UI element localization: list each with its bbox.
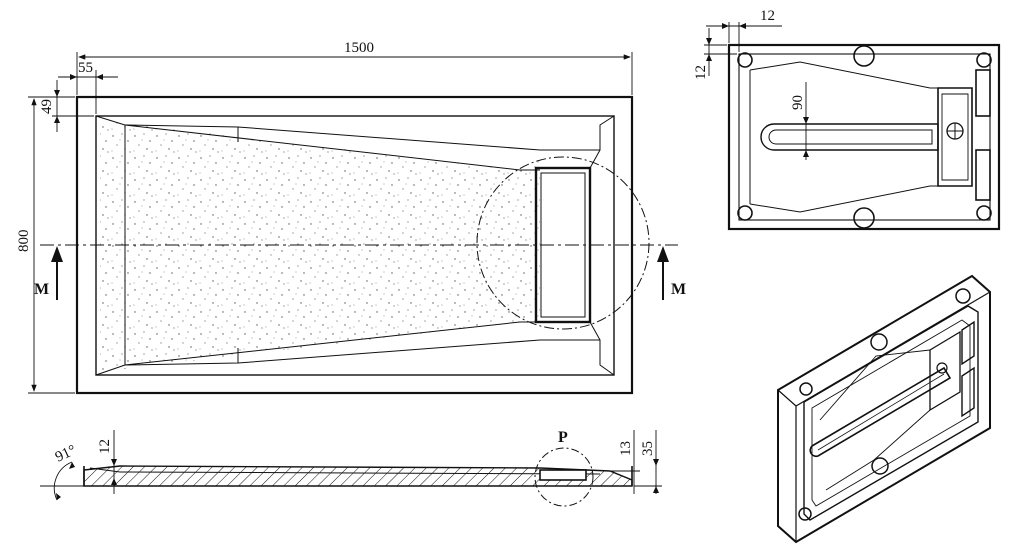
slope-wedge-top bbox=[124, 115, 615, 171]
section-label-right: M bbox=[671, 281, 686, 298]
iso-corner-bl bbox=[798, 507, 812, 521]
iso-basin-inner bbox=[811, 319, 971, 507]
dimension-rim: 55 bbox=[58, 60, 118, 114]
detail-outer-outline bbox=[727, 43, 1001, 231]
dimension-rim-value: 55 bbox=[78, 60, 93, 76]
detail-dimension-rim-side-value: 12 bbox=[693, 65, 709, 80]
dimension-width: 800 bbox=[16, 96, 75, 394]
iso-rail-bottom bbox=[961, 366, 975, 418]
detail-dimension-rim-value: 12 bbox=[760, 8, 775, 24]
detail-corner-bl bbox=[737, 205, 753, 221]
dimension-rim-offset: 49 bbox=[39, 80, 94, 132]
detail-rail-top bbox=[975, 69, 991, 117]
dimension-base-thickness-value: 12 bbox=[97, 439, 113, 454]
detail-rail-bottom bbox=[975, 149, 991, 201]
iso-slot bbox=[809, 366, 952, 458]
detail-corner-br bbox=[976, 205, 992, 221]
iso-drain-hole-icon bbox=[936, 362, 948, 374]
slope-wedge-bottom bbox=[124, 321, 615, 376]
dimension-angle-value: 91° bbox=[53, 442, 79, 465]
dimension-edge-height: 13 bbox=[605, 430, 640, 494]
detail-corner-tl bbox=[737, 52, 753, 68]
drain-edge-top bbox=[589, 149, 601, 169]
iso-basin-rim bbox=[803, 305, 979, 521]
detail-dimension-channel: 90 bbox=[790, 82, 809, 160]
detail-marker-label: P bbox=[558, 429, 568, 446]
section-arrow-left: M bbox=[34, 246, 63, 300]
section-arrow-right: M bbox=[657, 246, 686, 300]
iso-drain-box bbox=[929, 330, 961, 412]
detail-slot-inner bbox=[768, 129, 933, 145]
basin-floor-texture bbox=[100, 120, 540, 372]
iso-notch-top bbox=[870, 333, 888, 351]
dimension-profile-height-value: 35 bbox=[640, 441, 656, 456]
detail-drain-inner bbox=[941, 93, 969, 181]
isometric-view bbox=[777, 274, 991, 544]
dimension-base-thickness: 12 bbox=[97, 430, 117, 494]
dimension-profile-height: 35 bbox=[634, 430, 662, 494]
detail-notch-top bbox=[853, 45, 875, 67]
detail-circle-section bbox=[534, 447, 594, 507]
dimension-length: 1500 bbox=[76, 40, 633, 95]
iso-corner-tr bbox=[955, 288, 971, 304]
detail-drain-box bbox=[937, 87, 973, 187]
detail-inner-outline bbox=[738, 53, 991, 221]
detail-dimension-channel-value: 90 bbox=[790, 95, 806, 110]
detail-notch-bottom bbox=[853, 207, 875, 229]
dimension-width-value: 800 bbox=[16, 230, 32, 253]
iso-slab-edges bbox=[777, 291, 991, 542]
iso-corner-tl bbox=[799, 382, 813, 396]
iso-slab-outer bbox=[777, 274, 991, 544]
detail-dimension-rim: 12 bbox=[706, 8, 782, 52]
section-floor-line bbox=[89, 467, 601, 475]
detail-dimension-rim-side: 12 bbox=[693, 28, 737, 80]
dimension-length-value: 1500 bbox=[344, 40, 374, 56]
iso-rail-top bbox=[961, 320, 975, 366]
iso-slopes bbox=[819, 349, 931, 491]
section-view: P 91° 12 13 35 bbox=[40, 429, 662, 507]
dimension-angle: 91° bbox=[40, 442, 84, 501]
detail-plan-view: 12 12 90 bbox=[693, 8, 1001, 231]
drain-edge-bottom bbox=[589, 321, 601, 341]
section-drain-pocket bbox=[539, 469, 587, 481]
dimension-rim-offset-value: 49 bbox=[39, 99, 55, 114]
dimension-edge-height-value: 13 bbox=[618, 441, 634, 456]
section-label-left: M bbox=[34, 281, 49, 298]
detail-corner-tr bbox=[976, 52, 992, 68]
iso-notch-bottom bbox=[871, 457, 889, 475]
detail-slot-outer bbox=[760, 123, 939, 151]
detail-circle-p bbox=[476, 156, 650, 330]
detail-slopes bbox=[749, 61, 938, 213]
section-profile-hatch bbox=[83, 465, 633, 487]
plan-view: M M 1500 55 49 bbox=[16, 40, 686, 395]
